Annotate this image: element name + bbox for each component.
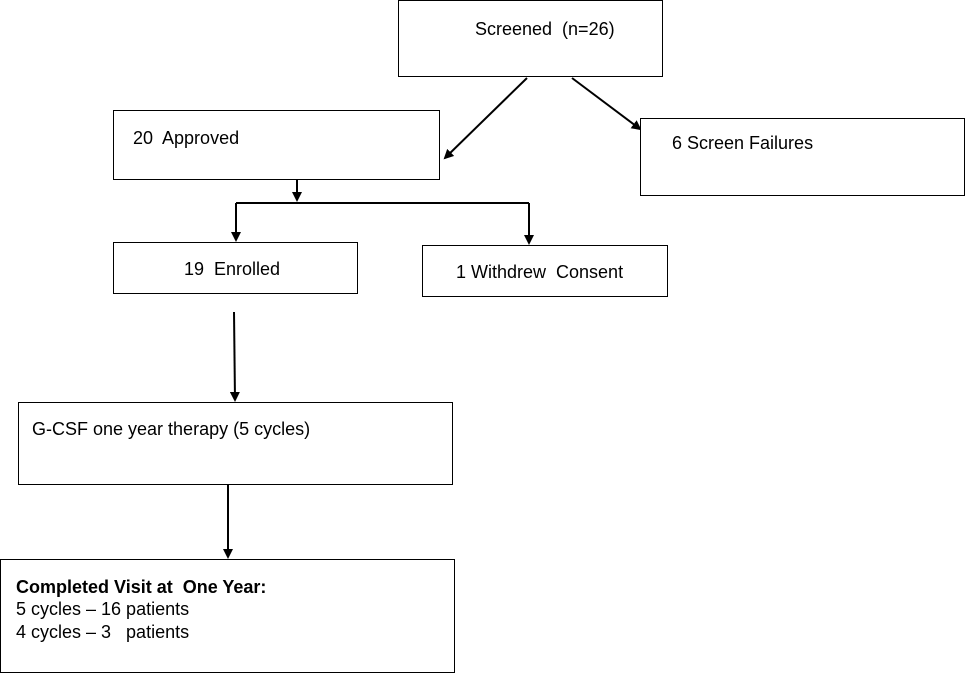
screen-failures-box: 6 Screen Failures [640,118,965,196]
arrow-screened-to-approved [443,77,528,160]
approved-box: 20 Approved [113,110,440,180]
completed-visit-title: Completed Visit at One Year: [16,577,267,597]
arrow-screened-to-failures [571,77,642,131]
screened-label: Screened (n=26) [475,19,615,39]
withdrew-consent-box: 1 Withdrew Consent [422,245,668,297]
completed-visit-line-2: 4 cycles – 3 patients [16,622,190,642]
therapy-box: G-CSF one year therapy (5 cycles) [18,402,453,485]
withdrew-consent-label: 1 Withdrew Consent [456,262,624,282]
enrolled-label: 19 Enrolled [184,259,281,279]
enrolled-box: 19 Enrolled [113,242,358,294]
completed-visit-box: Completed Visit at One Year: 5 cycles – … [0,559,455,673]
screened-box: Screened (n=26) [398,0,663,77]
completed-visit-line-1: 5 cycles – 16 patients [16,599,190,619]
approved-label: 20 Approved [133,128,240,148]
therapy-label: G-CSF one year therapy (5 cycles) [32,419,311,439]
screen-failures-label: 6 Screen Failures [672,133,814,153]
arrow-enrolled-to-therapy [229,311,240,402]
